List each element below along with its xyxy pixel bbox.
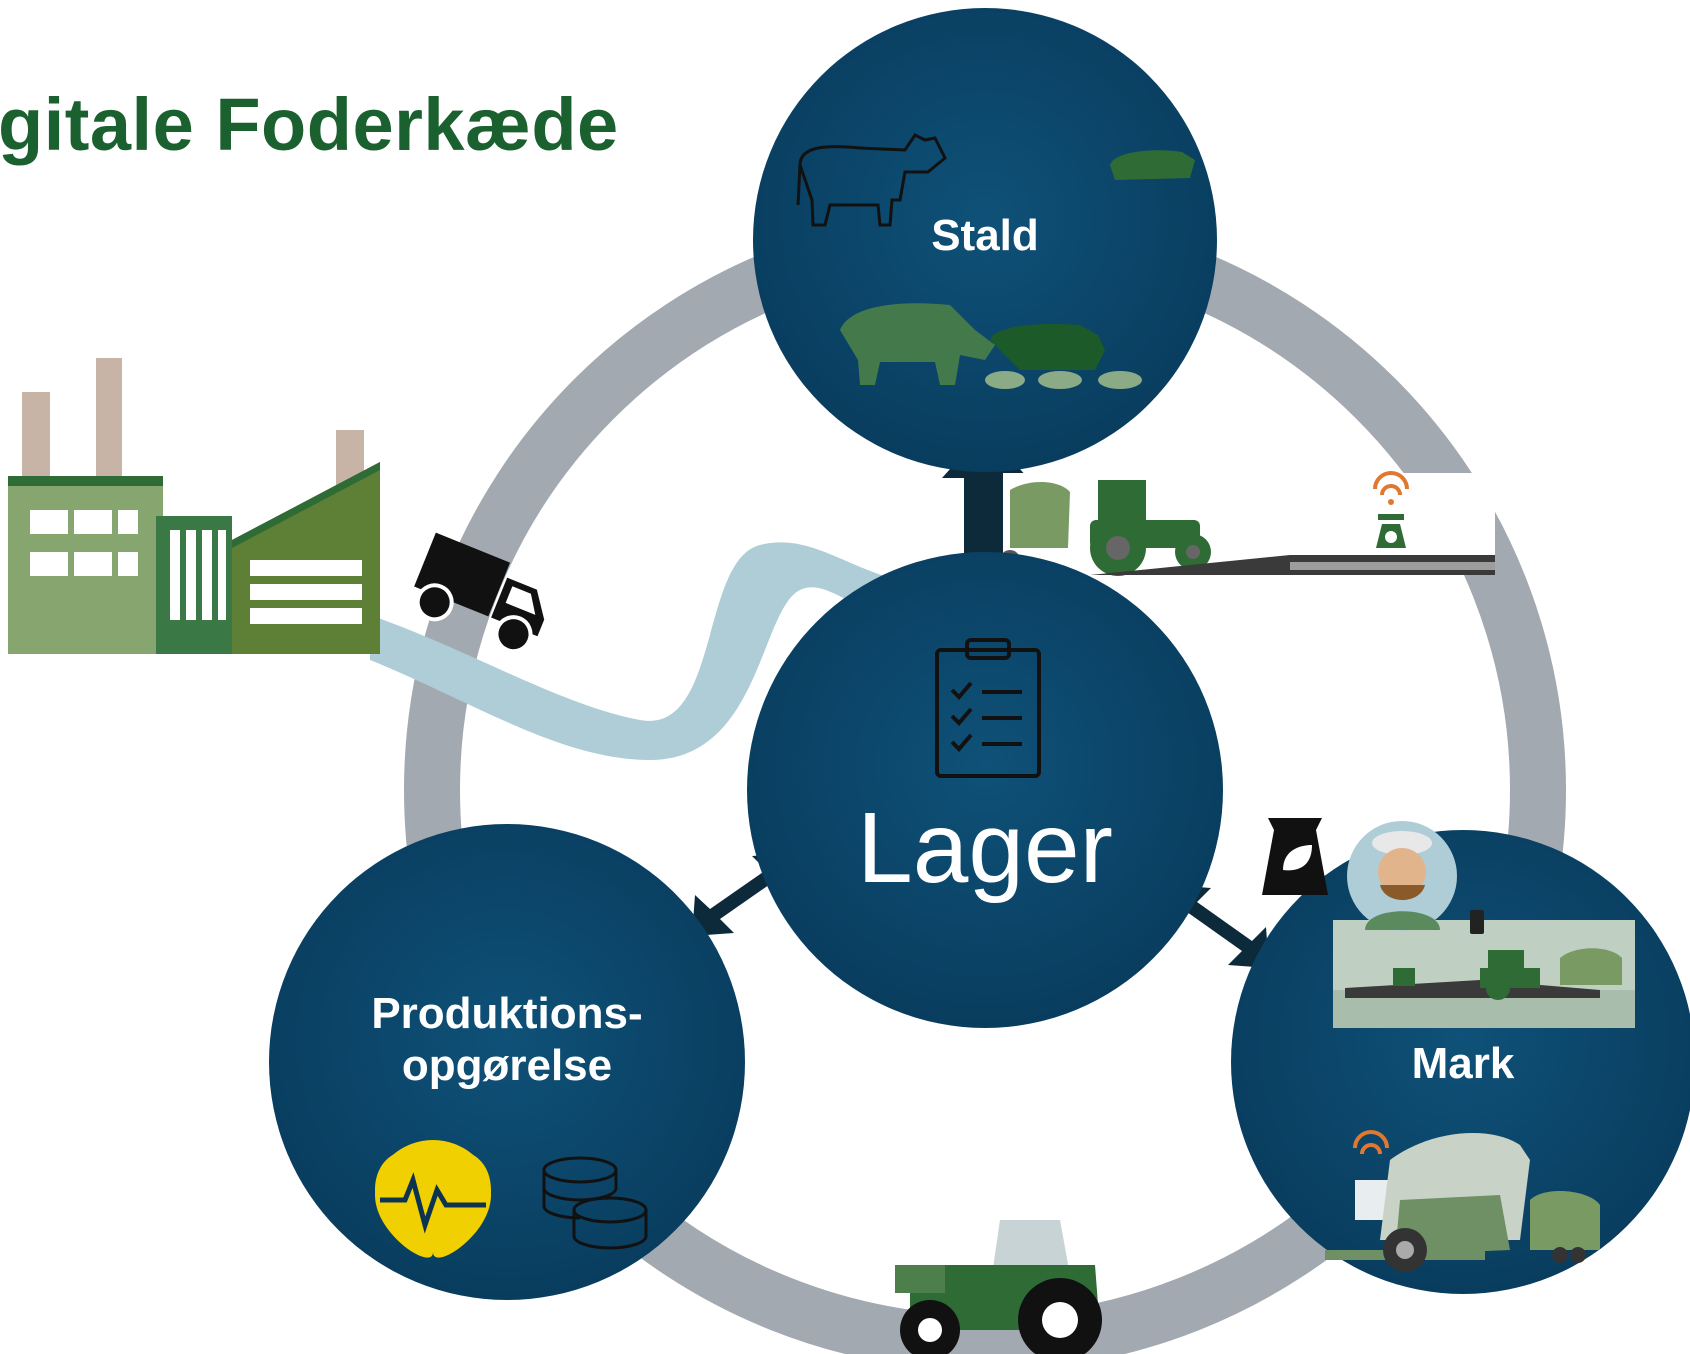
lager-circle[interactable] (747, 552, 1223, 1028)
grazing-cows-icon (840, 150, 1195, 389)
delivery-truck-icon (414, 532, 545, 654)
arrow-lager-mark (1170, 885, 1269, 968)
scale-wifi-icon (1373, 471, 1409, 548)
lager-label: Lager (857, 792, 1113, 904)
factory-icon (8, 358, 380, 654)
cow-outline-icon (796, 133, 947, 227)
feed-bag-icon (1262, 818, 1328, 895)
tractor-trailer-icon (1000, 473, 1495, 576)
tractor-icon (895, 1220, 1102, 1354)
produktion-label-line1: Produktions- (371, 989, 642, 1038)
coins-icon (542, 1156, 648, 1250)
clipboard-checklist-icon (935, 638, 1041, 778)
supply-path (370, 542, 940, 760)
page-title: gitale Foderkæde (0, 83, 619, 166)
forage-harvester-icon (1325, 1130, 1600, 1272)
mark-field-scene (1333, 920, 1635, 1028)
produktion-label-line2: opgørelse (402, 1041, 612, 1090)
heart-pulse-icon (375, 1140, 491, 1258)
stald-label: Stald (931, 211, 1039, 260)
farmer-avatar-icon (1347, 821, 1484, 934)
mark-label: Mark (1412, 1039, 1515, 1088)
